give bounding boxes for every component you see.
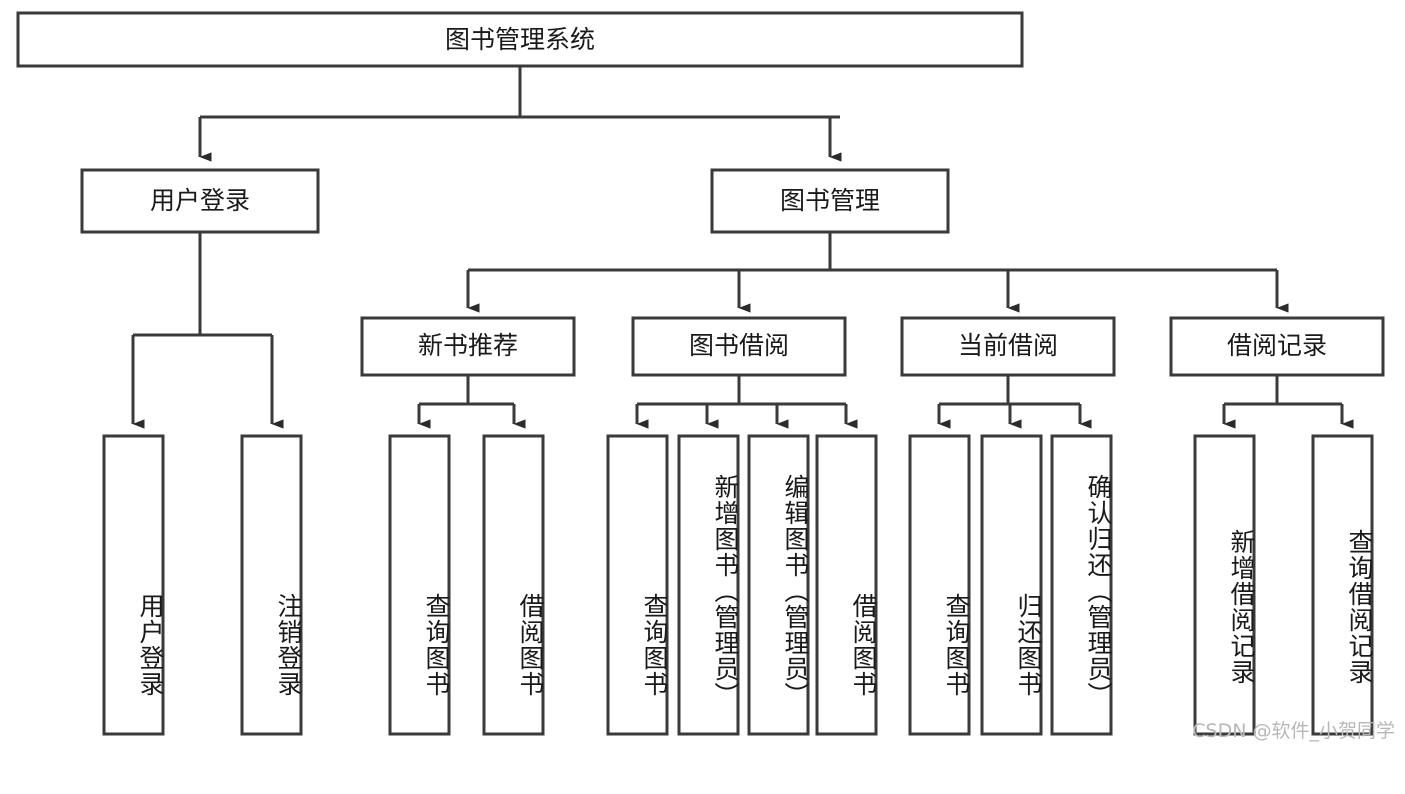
leaf-box-cb-return[interactable] xyxy=(980,434,1043,736)
leaf-box-cb-confirm[interactable] xyxy=(1050,434,1113,736)
flowchart-svg: 图书管理系统 用户登录 图书管理 新书推荐 图书借阅 当前借阅 借阅记录 xyxy=(16,11,1385,736)
leaf-box-bb-edit[interactable] xyxy=(747,434,810,736)
node-book-management[interactable]: 图书管理 xyxy=(710,168,950,234)
connector-bookborrow-to-leaves xyxy=(635,375,858,429)
node-book-management-label: 图书管理 xyxy=(780,186,880,215)
node-book-borrow[interactable]: 图书借阅 xyxy=(631,316,847,377)
leaf-boxes xyxy=(102,434,1374,736)
node-borrow-record[interactable]: 借阅记录 xyxy=(1169,316,1385,377)
leaf-box-br-query[interactable] xyxy=(1311,434,1374,736)
node-borrow-record-label: 借阅记录 xyxy=(1227,331,1327,360)
leaf-box-br-add[interactable] xyxy=(1193,434,1256,736)
node-new-book-recommend[interactable]: 新书推荐 xyxy=(360,316,576,377)
connector-borrowrecord-to-leaves xyxy=(1222,375,1354,429)
leaf-box-bb-query[interactable] xyxy=(606,434,669,736)
leaf-box-bb-add[interactable] xyxy=(677,434,740,736)
node-book-borrow-label: 图书借阅 xyxy=(689,331,789,360)
leaf-box-user-logout[interactable] xyxy=(240,434,303,736)
csdn-watermark: CSDN @软件_小贺同学 xyxy=(1192,720,1395,742)
node-user-login-label: 用户登录 xyxy=(150,186,250,215)
connector-root-to-level2 xyxy=(198,66,842,162)
leaf-box-cb-query[interactable] xyxy=(908,434,971,736)
node-user-login[interactable]: 用户登录 xyxy=(80,168,320,234)
diagram-canvas: 图书管理系统 用户登录 图书管理 新书推荐 图书借阅 当前借阅 借阅记录 xyxy=(16,11,1395,742)
connector-newbook-to-leaves xyxy=(417,375,526,429)
node-current-borrow[interactable]: 当前借阅 xyxy=(900,316,1116,377)
connector-bookmgmt-to-level3 xyxy=(466,232,1289,313)
node-new-book-recommend-label: 新书推荐 xyxy=(418,331,518,360)
leaf-box-nb-borrow[interactable] xyxy=(482,434,545,736)
connector-userlogin-to-leaves xyxy=(131,232,284,429)
leaf-box-user-login[interactable] xyxy=(102,434,165,736)
node-current-borrow-label: 当前借阅 xyxy=(958,331,1058,360)
node-root-label: 图书管理系统 xyxy=(445,25,595,54)
leaf-box-nb-query[interactable] xyxy=(388,434,451,736)
node-root-system[interactable]: 图书管理系统 xyxy=(16,11,1024,68)
connector-currentborrow-to-leaves xyxy=(937,375,1092,429)
leaf-box-bb-borrow[interactable] xyxy=(815,434,878,736)
